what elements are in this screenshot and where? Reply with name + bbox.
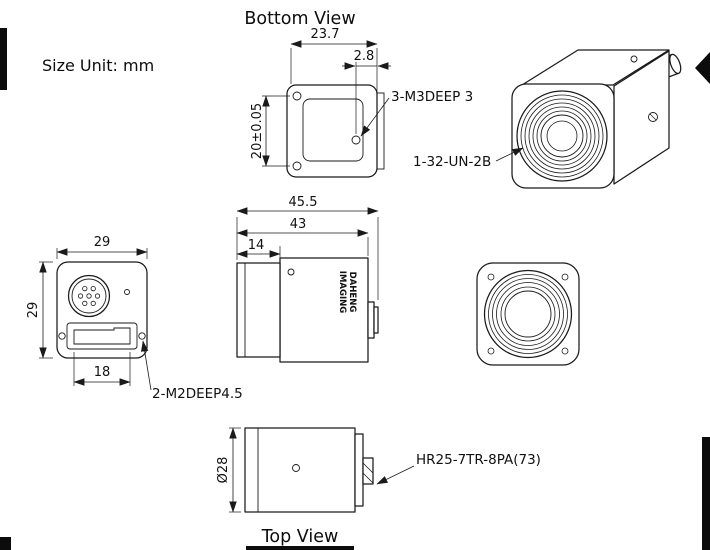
- screw-hole: [292, 161, 302, 171]
- leader-line: [376, 465, 415, 485]
- dim-text: Ø28: [216, 457, 231, 484]
- screw-hole: [351, 135, 361, 145]
- screw-hole: [561, 347, 569, 355]
- lens-flange: [236, 262, 281, 358]
- thread-callout: 1-32-UN-2B: [413, 147, 524, 170]
- callout-text: HR25-7TR-8PA(73): [416, 452, 541, 468]
- side-flange: [376, 92, 385, 170]
- size-unit-label: Size Unit: mm: [42, 56, 154, 75]
- leader-line: [140, 340, 152, 391]
- dim-text: 14: [248, 238, 265, 253]
- screw-hole: [487, 347, 495, 355]
- body-outline: [244, 427, 356, 513]
- dim-diameter: Ø28: [216, 427, 241, 513]
- dim-front-length: 14: [236, 238, 281, 261]
- rear-connector-tip: [373, 306, 379, 334]
- screw-hole: [287, 268, 295, 276]
- body-outline: [279, 257, 369, 363]
- dim-total-length: 45.5: [236, 195, 379, 300]
- rear-connector: [367, 301, 375, 339]
- usb-port: [66, 322, 138, 350]
- logo-line1: DAHENG: [347, 272, 357, 313]
- bottom-view-drawing: 23.7 2.8 20±0.05 3-M3DEEP 3: [250, 27, 473, 178]
- rear-cap: [354, 433, 364, 507]
- page-title: Bottom View: [244, 9, 355, 29]
- screw-hole: [292, 91, 302, 101]
- dim-text: 18: [94, 365, 111, 380]
- front-lens-view-drawing: [476, 262, 580, 366]
- dim-width: 29: [56, 235, 148, 259]
- dim-port-width: 18: [73, 352, 131, 386]
- dim-text: 29: [94, 235, 111, 250]
- callout-text: 1-32-UN-2B: [413, 154, 491, 170]
- dim-text: 29: [26, 302, 41, 319]
- lens-mount-thread: [516, 90, 608, 182]
- hatch-line: [362, 462, 374, 474]
- body-outline: [476, 262, 580, 366]
- screw-hole: [138, 332, 146, 340]
- connector-callout: HR25-7TR-8PA(73): [376, 452, 541, 485]
- screw-hole: [292, 464, 300, 472]
- logo-line2: IMAGING: [337, 271, 347, 313]
- screw-callout: 3-M3DEEP 3: [360, 89, 473, 137]
- hatch-line: [362, 472, 374, 484]
- screw-hole: [58, 332, 66, 340]
- artifact-footer-underline: [246, 546, 354, 550]
- callout-text: 3-M3DEEP 3: [391, 89, 473, 105]
- led-indicator: [124, 289, 130, 295]
- perspective-view-drawing: 1-32-UN-2B: [413, 49, 682, 189]
- side-view-drawing: DAHENG IMAGING 45.5 43 14: [236, 195, 379, 363]
- rear-connector: [362, 457, 374, 485]
- dim-text: 23.7: [311, 27, 340, 42]
- brand-logo: DAHENG IMAGING: [337, 271, 357, 313]
- screw-slot: [649, 113, 657, 121]
- dim-hole-spacing: 20±0.05: [250, 95, 290, 167]
- screw-hole: [561, 273, 569, 281]
- leader-line: [495, 147, 524, 162]
- scan-artifacts: [0, 28, 710, 550]
- screw-hole: [630, 55, 638, 63]
- screw-head: [648, 112, 658, 122]
- dim-width: 23.7: [290, 27, 378, 92]
- rear-view-drawing: 29 29 18 2-M2DEEP4.5: [26, 235, 243, 402]
- artifact-bottom-left: [0, 537, 11, 550]
- dim-hole-offset: 2.8: [342, 49, 391, 134]
- dim-height: 29: [26, 261, 53, 359]
- dim-text: 2.8: [354, 49, 375, 64]
- dim-text: 20±0.05: [250, 103, 265, 159]
- artifact-right-bar: [702, 437, 710, 550]
- artifact-top-right: [695, 52, 710, 84]
- top-view-drawing: Ø28 HR25-7TR-8PA(73): [216, 427, 541, 513]
- dim-text: 45.5: [289, 195, 318, 210]
- leader-line: [360, 97, 390, 137]
- footer-title: Top View: [261, 527, 339, 547]
- screw-callout: 2-M2DEEP4.5: [140, 340, 243, 402]
- dim-text: 43: [290, 217, 307, 232]
- lens-mount-thread: [483, 269, 573, 359]
- connector-cap: [669, 53, 682, 75]
- dim-body-length: 43: [236, 217, 369, 256]
- artifact-left-bar: [0, 28, 7, 90]
- screw-hole: [487, 273, 495, 281]
- body-outline: [56, 261, 148, 359]
- callout-text: 2-M2DEEP4.5: [152, 386, 243, 402]
- round-connector: [67, 274, 111, 318]
